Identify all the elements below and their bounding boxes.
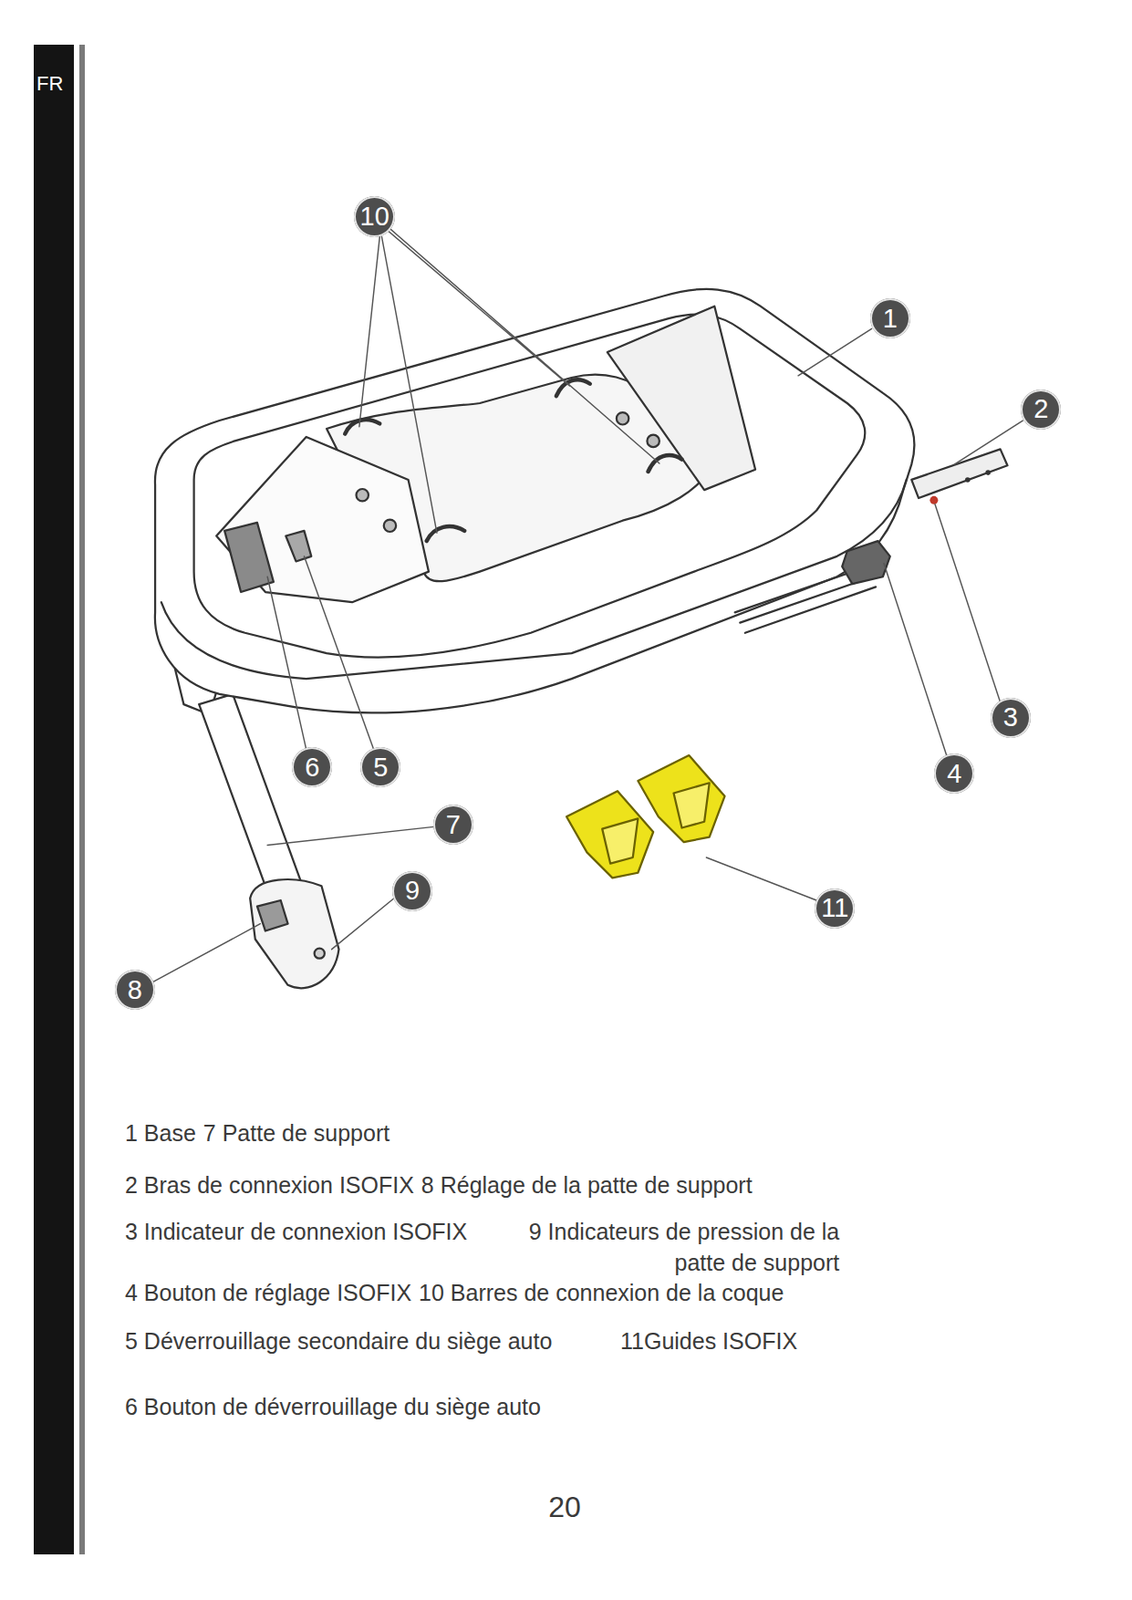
legend-entry: 3 Indicateur de connexion ISOFIX xyxy=(124,1215,468,1247)
callout-label: 5 xyxy=(373,754,388,781)
illustration-line xyxy=(153,228,1023,989)
callout-number: 9 xyxy=(392,871,433,912)
illustration-line xyxy=(954,420,1023,465)
illustration-line xyxy=(153,228,1023,983)
side-bar xyxy=(33,44,74,1555)
callout-label: 7 xyxy=(446,811,461,839)
legend-entry: 11Guides ISOFIX xyxy=(620,1325,798,1357)
illustration-line xyxy=(706,857,817,901)
illustration-line xyxy=(674,782,710,828)
illustration-line xyxy=(224,522,274,592)
legend-entry: 5 Déverrouillage secondaire du siège aut… xyxy=(124,1325,576,1357)
illustration-line xyxy=(267,576,307,749)
illustration-line xyxy=(356,488,369,501)
illustration-line xyxy=(566,790,654,878)
illustration-line xyxy=(198,694,306,909)
callout-number: 7 xyxy=(433,804,474,845)
illustration-line xyxy=(965,477,971,483)
callout-number: 10 xyxy=(353,196,395,238)
illustration-line xyxy=(257,900,289,932)
callout-number: 4 xyxy=(934,753,975,794)
illustration-line xyxy=(985,469,991,476)
illustration-line xyxy=(929,496,938,505)
legend-entry: 8 Réglage de la patte de support xyxy=(421,1169,753,1201)
illustration-line xyxy=(153,924,260,983)
illustration-line xyxy=(249,879,339,988)
illustration-line xyxy=(344,419,380,435)
illustration-line xyxy=(566,755,725,878)
illustration-line xyxy=(285,530,312,562)
callout-label: 6 xyxy=(304,754,320,781)
callout-label: 11 xyxy=(820,894,849,922)
callout-number: 3 xyxy=(990,697,1031,738)
callout-label: 3 xyxy=(1003,704,1018,731)
illustration-line xyxy=(934,504,1001,703)
callout-number: 2 xyxy=(1020,389,1061,430)
legend-entry: 9 Indicateurs de pression de la patte de… xyxy=(474,1215,840,1278)
illustration-line xyxy=(841,540,891,584)
legend-entry: 4 Bouton de réglage ISOFIX xyxy=(124,1277,412,1309)
illustration-line xyxy=(314,948,325,959)
illustration-line xyxy=(426,526,465,541)
illustration-line xyxy=(359,228,660,533)
callout-label: 8 xyxy=(127,976,143,1004)
callout-label: 1 xyxy=(882,305,898,333)
callout-label: 10 xyxy=(360,203,390,230)
legend-entry: 2 Bras de connexion ISOFIX xyxy=(124,1169,415,1201)
illustration-line xyxy=(332,898,395,950)
illustration-line xyxy=(267,826,434,845)
illustration-line xyxy=(798,328,873,375)
page-number: 20 xyxy=(548,1488,582,1526)
illustration-line xyxy=(194,314,866,658)
legend-entry: 7 Patte de support xyxy=(203,1117,390,1149)
illustration-line xyxy=(637,755,725,842)
callout-number: 5 xyxy=(360,747,401,788)
side-rule xyxy=(79,44,85,1555)
illustration-line xyxy=(607,306,756,490)
illustration-line xyxy=(911,448,1008,499)
language-tab: FR xyxy=(36,71,63,97)
illustration-line xyxy=(883,563,947,759)
callout-number: 1 xyxy=(870,298,911,339)
callout-number: 11 xyxy=(814,888,855,929)
legend-entry: 10 Barres de connexion de la coque xyxy=(418,1277,784,1309)
illustration-line xyxy=(646,435,659,447)
illustration-line xyxy=(155,289,914,714)
illustration-line xyxy=(216,436,429,603)
illustration-line xyxy=(616,412,629,425)
illustration-line xyxy=(602,818,638,863)
callout-label: 4 xyxy=(946,760,962,788)
callout-number: 8 xyxy=(114,969,156,1010)
illustration-line xyxy=(303,556,374,749)
legend-entry: 1 Base xyxy=(124,1117,197,1149)
callout-label: 9 xyxy=(405,877,420,904)
callout-label: 2 xyxy=(1033,395,1049,423)
legend-entry: 6 Bouton de déverrouillage du siège auto xyxy=(124,1391,576,1423)
callout-number: 6 xyxy=(291,747,333,788)
illustration-line xyxy=(384,519,396,532)
